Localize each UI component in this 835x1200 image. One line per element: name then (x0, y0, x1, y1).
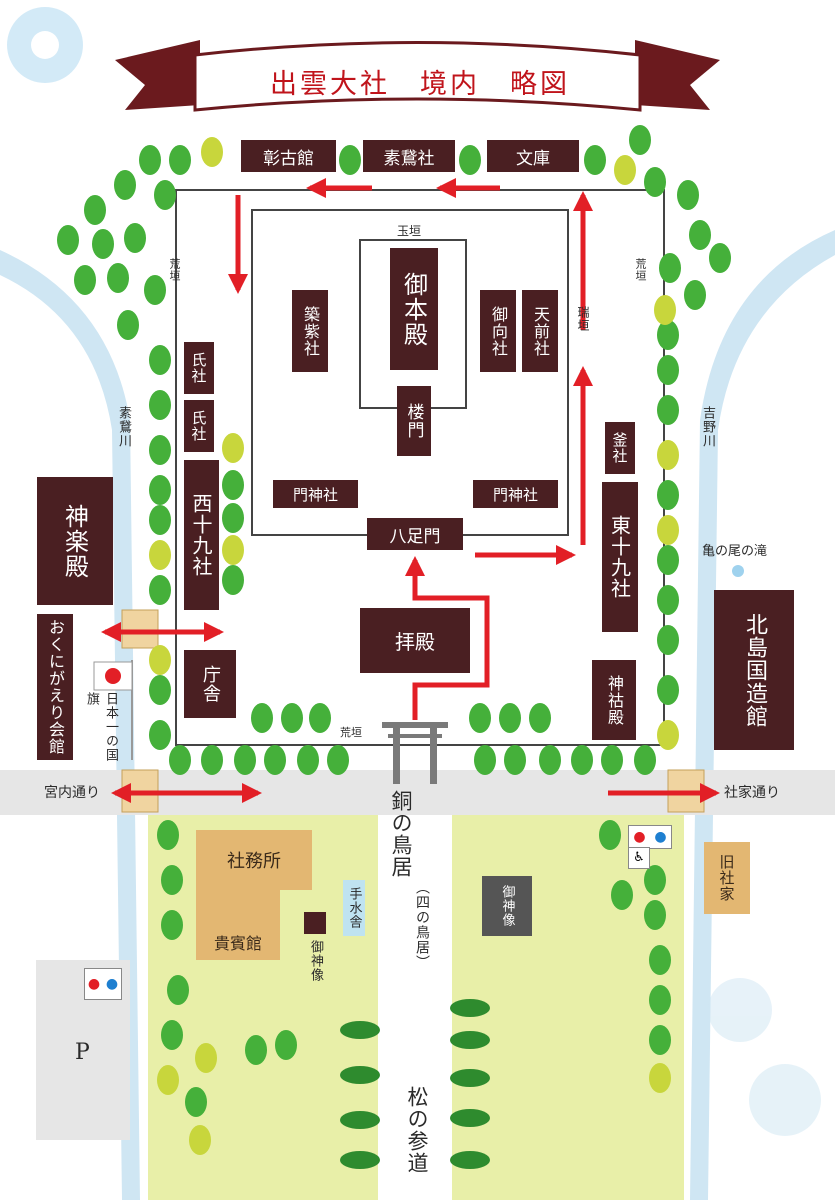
shamusho-label: 社務所 (227, 851, 281, 872)
tsukushi-label: 築紫社 (301, 305, 320, 357)
sogasha-building[interactable]: 素鵞社 (363, 140, 455, 172)
bunko-label: 文庫 (516, 148, 550, 169)
kyushake-label: 旧社家 (717, 854, 736, 902)
mimukai-label: 御向社 (489, 305, 508, 357)
monjinja-left-label: 門神社 (292, 485, 338, 504)
tamagaki-label: 玉垣 (397, 224, 422, 238)
haiden-building[interactable]: 拝殿 (360, 608, 470, 673)
roumon-label: 楼門 (403, 403, 424, 439)
kamasha-building[interactable]: 釜社 (605, 422, 635, 474)
mizugaki-label: 瑞垣 (576, 306, 590, 332)
worship-route (101, 178, 776, 803)
yoshinogawa-label: 吉野川 (700, 406, 715, 448)
torii-gate-icon (382, 722, 448, 784)
kitajima-building[interactable]: 北島国造館 (714, 590, 794, 750)
gojinzo-small-marker[interactable] (304, 912, 326, 934)
approach-path (378, 815, 452, 1200)
kyushake-building[interactable]: 旧社家 (704, 842, 750, 914)
chosha-building[interactable]: 庁舎 (184, 650, 236, 718)
shokokan-building[interactable]: 彰古館 (241, 140, 336, 172)
kamasha-label: 釜社 (610, 432, 629, 464)
haiden-label: 拝殿 (395, 630, 435, 654)
restroom-parking-icon[interactable]: ●● (84, 968, 122, 1000)
kunai-street-label: 宮内通り (44, 785, 100, 801)
parking-label[interactable]: P (75, 1040, 90, 1065)
nishi-jukusha-building[interactable]: 西十九社 (184, 460, 219, 610)
dot-pattern-icon (708, 978, 821, 1136)
kamenoo-label: 亀の尾の滝 (702, 544, 768, 559)
torii-label: 銅の鳥居 (389, 790, 413, 878)
kaguraden-building[interactable]: 神楽殿 (37, 477, 113, 605)
chozusha-label[interactable]: 手水舎 (343, 880, 365, 936)
ujisha-building-1[interactable]: 氏社 (184, 342, 214, 394)
aragaki-right-label: 荒垣 (634, 258, 647, 282)
shake-street-label: 社家通り (724, 785, 780, 801)
trees (57, 125, 731, 1169)
gojinzo-large-label: 御神像 (499, 885, 515, 927)
tsukushi-shrine[interactable]: 築紫社 (292, 290, 328, 372)
restroom-icon[interactable]: ●● (628, 825, 672, 849)
aragaki-bottom-label: 荒垣 (340, 726, 362, 739)
kitajima-label: 北島国造館 (742, 612, 767, 728)
chosha-label: 庁舎 (200, 665, 221, 703)
bunko-building[interactable]: 文庫 (487, 140, 579, 172)
shamusho-building[interactable]: 社務所 (196, 830, 312, 890)
monjinja-right-label: 門神社 (492, 485, 538, 504)
okuni-hall-label: おくにがえり会館 (46, 619, 65, 755)
ujisha-label-1: 氏社 (189, 352, 208, 384)
aragaki-left-label: 荒垣 (168, 258, 181, 282)
ujisha-building-2[interactable]: 氏社 (184, 400, 214, 452)
matsu-sando-label: 松の参道 (405, 1086, 429, 1174)
yoshinogawa-river (690, 230, 835, 1200)
okuni-hall-building[interactable]: おくにがえり会館 (37, 614, 73, 760)
monjinja-right[interactable]: 門神社 (473, 480, 558, 508)
amasaki-label: 天前社 (531, 305, 550, 357)
yatsuashimon-label: 八足門 (389, 526, 441, 547)
japan-flag-icon (93, 660, 133, 760)
roumon-building[interactable]: 楼門 (397, 386, 431, 456)
title-ribbon (115, 40, 720, 112)
kihinkan-building[interactable]: 貴賓館 (196, 890, 280, 960)
sogagawa-label: 素鵞川 (116, 406, 131, 448)
monjinja-left[interactable]: 門神社 (273, 480, 358, 508)
gojinzo-small-label: 御神像 (308, 940, 323, 982)
gohonden-building[interactable]: 御本殿 (390, 248, 438, 370)
yatsuashimon-gate[interactable]: 八足門 (367, 518, 463, 550)
ujisha-label-2: 氏社 (189, 410, 208, 442)
amasaki-shrine[interactable]: 天前社 (522, 290, 558, 372)
mimukai-shrine[interactable]: 御向社 (480, 290, 516, 372)
higashi-jukusha-label: 東十九社 (607, 515, 632, 599)
wheelchair-icon[interactable]: ♿ (628, 847, 650, 869)
map-title: 出雲大社 境内 略図 (270, 69, 570, 100)
gojinzo-large-building[interactable]: 御神像 (482, 876, 532, 936)
gate-post-left-upper (121, 609, 159, 649)
kaguraden-label: 神楽殿 (60, 503, 89, 579)
jinkoden-building[interactable]: 神祜殿 (592, 660, 636, 740)
jinkoden-label: 神祜殿 (605, 674, 624, 726)
kokki-label: 日本一の国旗 (84, 692, 118, 762)
higashi-jukusha-building[interactable]: 東十九社 (602, 482, 638, 632)
chrysanthemum-crest-icon (7, 7, 83, 83)
torii-sub-label: （四の鳥居） (414, 880, 430, 970)
waterfall-dot-icon (732, 565, 744, 577)
kihinkan-label: 貴賓館 (213, 934, 262, 953)
gohonden-label: 御本殿 (399, 271, 428, 347)
shokokan-label: 彰古館 (263, 148, 314, 169)
sogasha-label: 素鵞社 (383, 148, 435, 169)
nishi-jukusha-label: 西十九社 (189, 493, 213, 577)
